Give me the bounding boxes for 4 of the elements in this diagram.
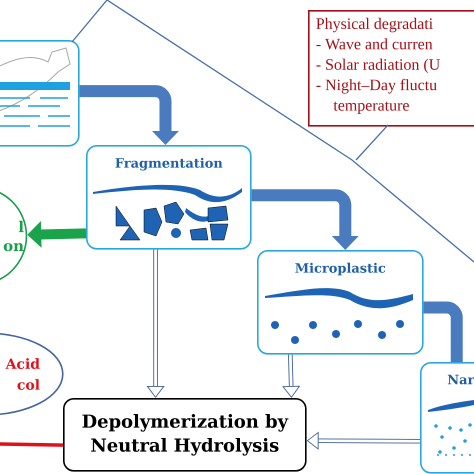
stage-box: Microplastic (257, 250, 424, 355)
note-box: Physical degradati - Wave and curren - Solar radiation (U - Night–Day fluctu temperature (308, 10, 474, 127)
stage-box: Nar (420, 362, 474, 474)
process-box: Depolymerization by Neutral Hydrolysis (63, 398, 307, 472)
